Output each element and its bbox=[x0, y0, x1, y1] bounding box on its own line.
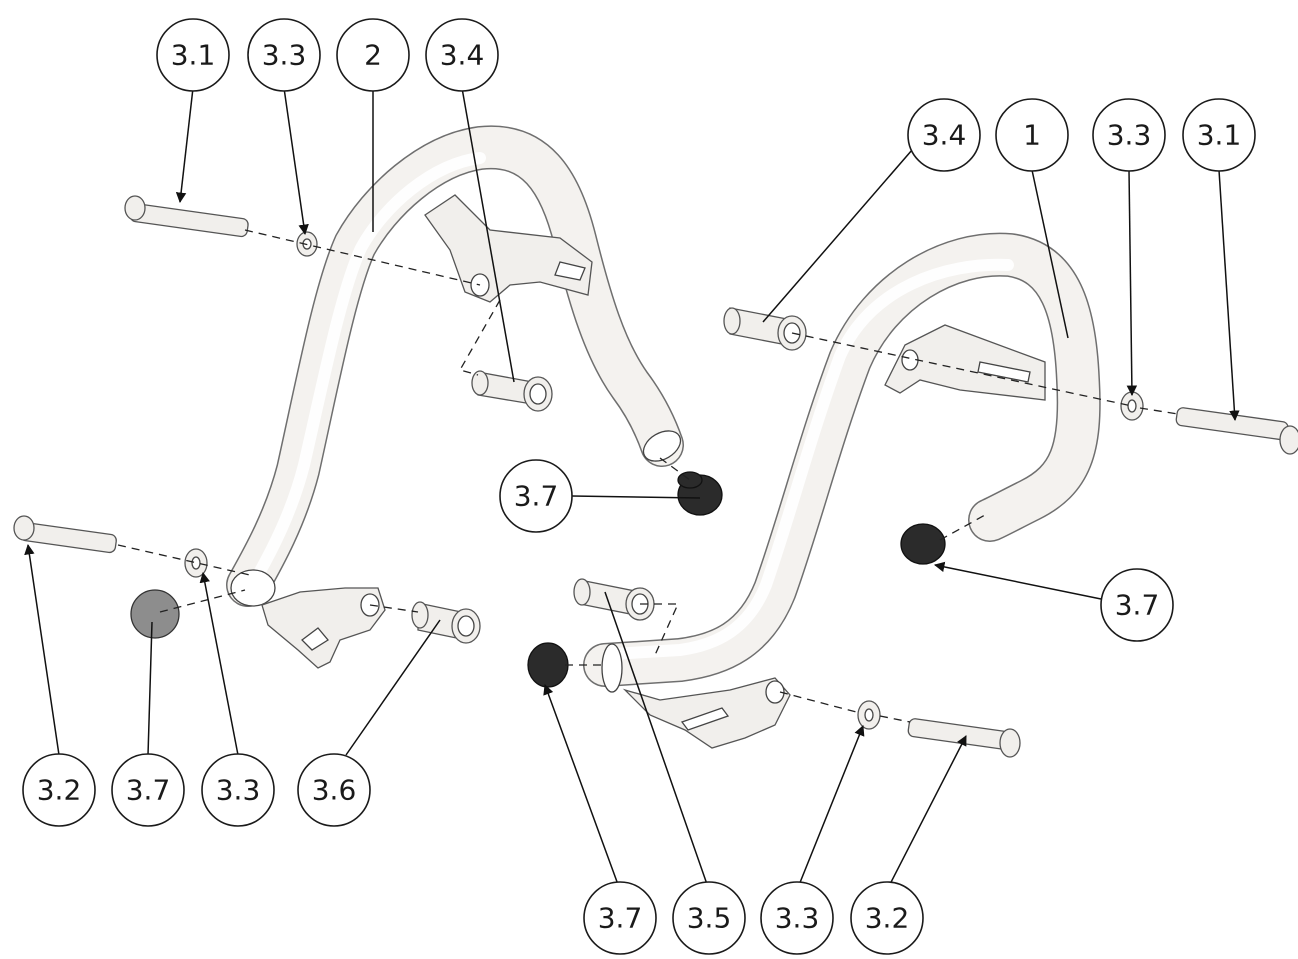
right-upper-mount-bracket bbox=[884, 324, 1046, 401]
spacer-3-6 bbox=[411, 601, 481, 644]
callout-3-7-bottom-left: 3.7 bbox=[111, 753, 185, 827]
leader-lines bbox=[24, 87, 1240, 891]
callout-3-1-top-right: 3.1 bbox=[1182, 98, 1256, 172]
svg-text:3.6: 3.6 bbox=[312, 774, 357, 807]
svg-text:3.3: 3.3 bbox=[775, 902, 820, 935]
spacer-3-4-right bbox=[723, 307, 807, 351]
end-cap-3-7-left-upper bbox=[677, 471, 723, 516]
left-lower-mount-bracket bbox=[261, 587, 386, 669]
callout-3-7-center: 3.7 bbox=[499, 459, 573, 533]
right-crash-bar bbox=[583, 232, 1101, 693]
svg-text:2: 2 bbox=[364, 39, 382, 72]
callout-2: 2 bbox=[336, 18, 410, 92]
right-lower-mount-bracket bbox=[622, 677, 791, 749]
svg-text:3.7: 3.7 bbox=[514, 480, 559, 513]
svg-text:3.7: 3.7 bbox=[1115, 589, 1160, 622]
svg-text:3.4: 3.4 bbox=[922, 119, 967, 152]
callout-3-4-top-right: 3.4 bbox=[907, 98, 981, 172]
callout-3-2-bottom-right: 3.2 bbox=[850, 881, 924, 955]
left-upper-mount-bracket bbox=[424, 194, 593, 303]
svg-text:3.5: 3.5 bbox=[687, 902, 732, 935]
callout-1: 1 bbox=[995, 98, 1069, 172]
callout-3-3-top-left: 3.3 bbox=[247, 18, 321, 92]
svg-text:3.2: 3.2 bbox=[37, 774, 82, 807]
end-cap-3-7-right-upper bbox=[900, 523, 946, 565]
callout-3-1-top-left: 3.1 bbox=[156, 18, 230, 92]
svg-text:3.1: 3.1 bbox=[171, 39, 216, 72]
bolt-3-1-left bbox=[124, 195, 249, 238]
spacer-3-4-left bbox=[471, 370, 553, 412]
callout-3-7-right: 3.7 bbox=[1100, 568, 1174, 642]
callout-3-7-bottom-right: 3.7 bbox=[583, 881, 657, 955]
svg-text:3.2: 3.2 bbox=[865, 902, 910, 935]
left-crash-bar bbox=[226, 125, 684, 607]
callout-3-3-bottom-left: 3.3 bbox=[201, 753, 275, 827]
svg-text:3.7: 3.7 bbox=[126, 774, 171, 807]
svg-text:3.1: 3.1 bbox=[1197, 119, 1242, 152]
callout-3-2-bottom-left: 3.2 bbox=[22, 753, 96, 827]
svg-text:3.4: 3.4 bbox=[440, 39, 485, 72]
bolt-3-2-right bbox=[907, 718, 1021, 758]
washer-3-3-right-lower bbox=[857, 700, 881, 730]
svg-text:3.3: 3.3 bbox=[1107, 119, 1152, 152]
bolt-3-2-left bbox=[13, 515, 117, 554]
callout-bubbles: 3.1 3.3 2 3.4 3.4 1 3.3 3.1 3.7 3.7 3.2 … bbox=[22, 18, 1256, 955]
callout-3-3-top-right: 3.3 bbox=[1092, 98, 1166, 172]
callout-3-6: 3.6 bbox=[297, 753, 371, 827]
callout-3-5: 3.5 bbox=[672, 881, 746, 955]
svg-text:3.7: 3.7 bbox=[598, 902, 643, 935]
assembly-axis-lines bbox=[117, 229, 1179, 723]
svg-text:3.3: 3.3 bbox=[262, 39, 307, 72]
svg-text:1: 1 bbox=[1023, 119, 1041, 152]
spacer-3-5 bbox=[573, 578, 655, 621]
washer-3-3-right-upper bbox=[1120, 391, 1144, 421]
svg-text:3.3: 3.3 bbox=[216, 774, 261, 807]
washer-3-3-left-lower bbox=[184, 548, 208, 578]
end-cap-3-7-left-lower bbox=[130, 589, 180, 639]
end-cap-3-7-right-lower bbox=[527, 642, 569, 688]
callout-3-3-bottom-right: 3.3 bbox=[760, 881, 834, 955]
bolt-3-1-right bbox=[1175, 407, 1298, 455]
callout-3-4-top-left: 3.4 bbox=[425, 18, 499, 92]
